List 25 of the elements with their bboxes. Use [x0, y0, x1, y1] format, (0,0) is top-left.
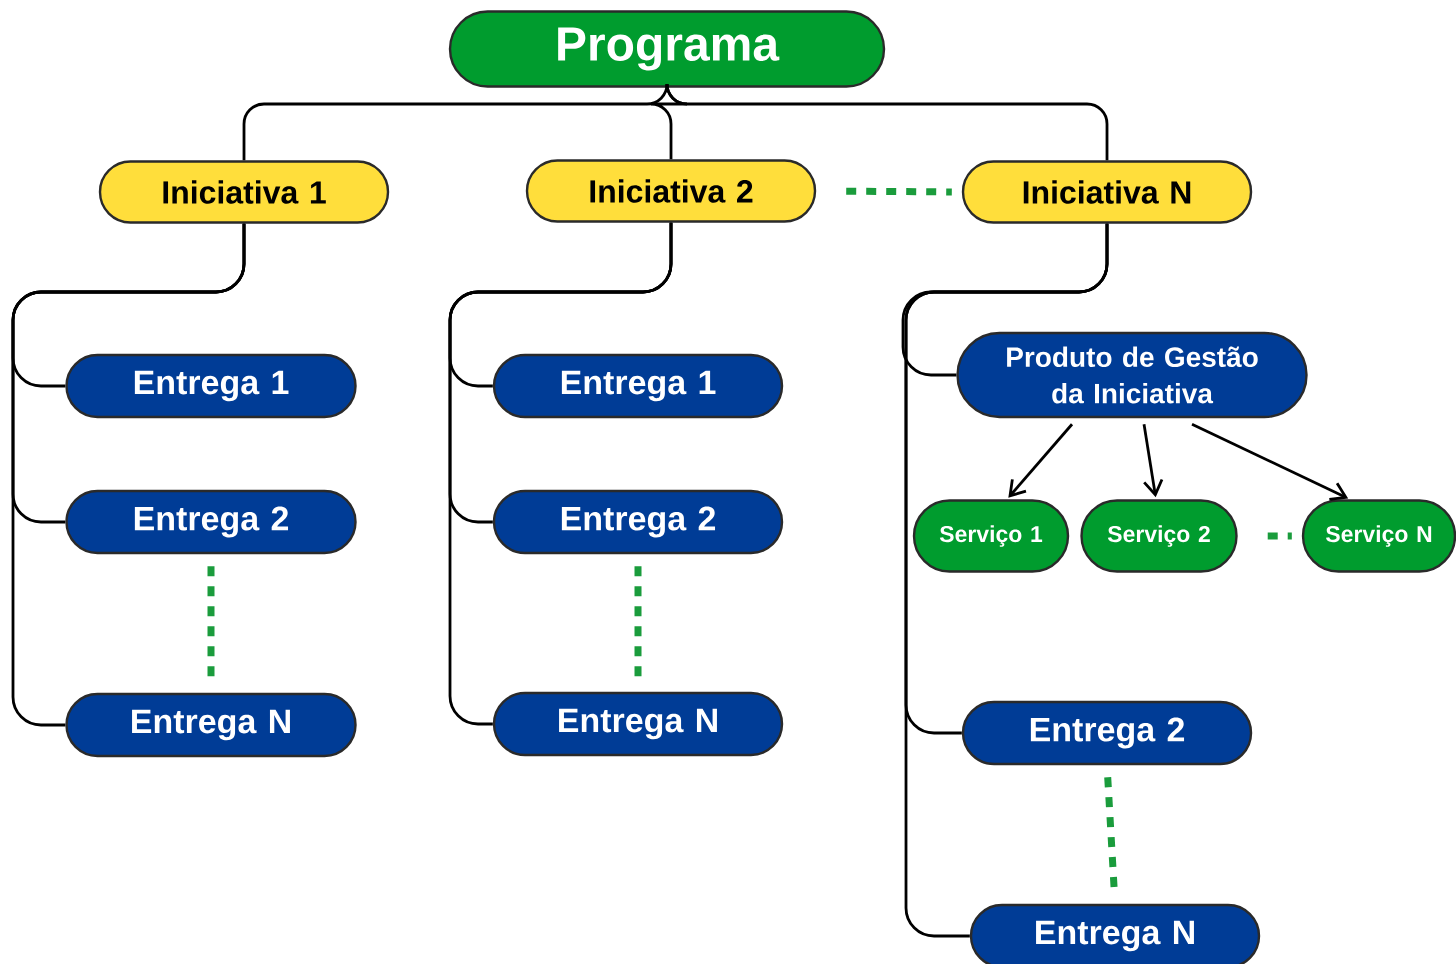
arrow: [1191, 422, 1349, 501]
program-box: Programa: [448, 10, 886, 88]
delivery-box: Entrega N: [65, 692, 357, 758]
arrow: [1008, 423, 1074, 498]
delivery-box: Entrega N: [492, 691, 784, 757]
service-box: Serviço 2: [1080, 499, 1238, 573]
tree-connector: [665, 82, 1109, 161]
delivery-box: Entrega 2: [65, 489, 357, 555]
initiative-box: Iniciativa 2: [525, 159, 817, 223]
tree-connector: [11, 223, 246, 727]
delivery-box: Entrega 1: [65, 353, 357, 419]
delivery-box: Entrega 2: [961, 700, 1253, 766]
service-box: Serviço 1: [912, 499, 1070, 573]
initiative-box: Iniciativa N: [961, 160, 1253, 224]
tree-connector: [904, 223, 1109, 938]
delivery-box: Entrega 1: [492, 353, 784, 419]
service-box: Serviço N: [1301, 499, 1456, 573]
initiative-box: Iniciativa 1: [98, 160, 390, 224]
delivery-box: Entrega N: [969, 903, 1261, 964]
tree-connector: [448, 222, 673, 726]
delivery-box: Produto de Gestão da Iniciativa: [956, 331, 1308, 419]
dotted-connector: [1267, 532, 1292, 540]
tree-connector: [242, 82, 669, 161]
arrow: [1142, 424, 1164, 498]
delivery-box: Entrega 2: [492, 489, 784, 555]
